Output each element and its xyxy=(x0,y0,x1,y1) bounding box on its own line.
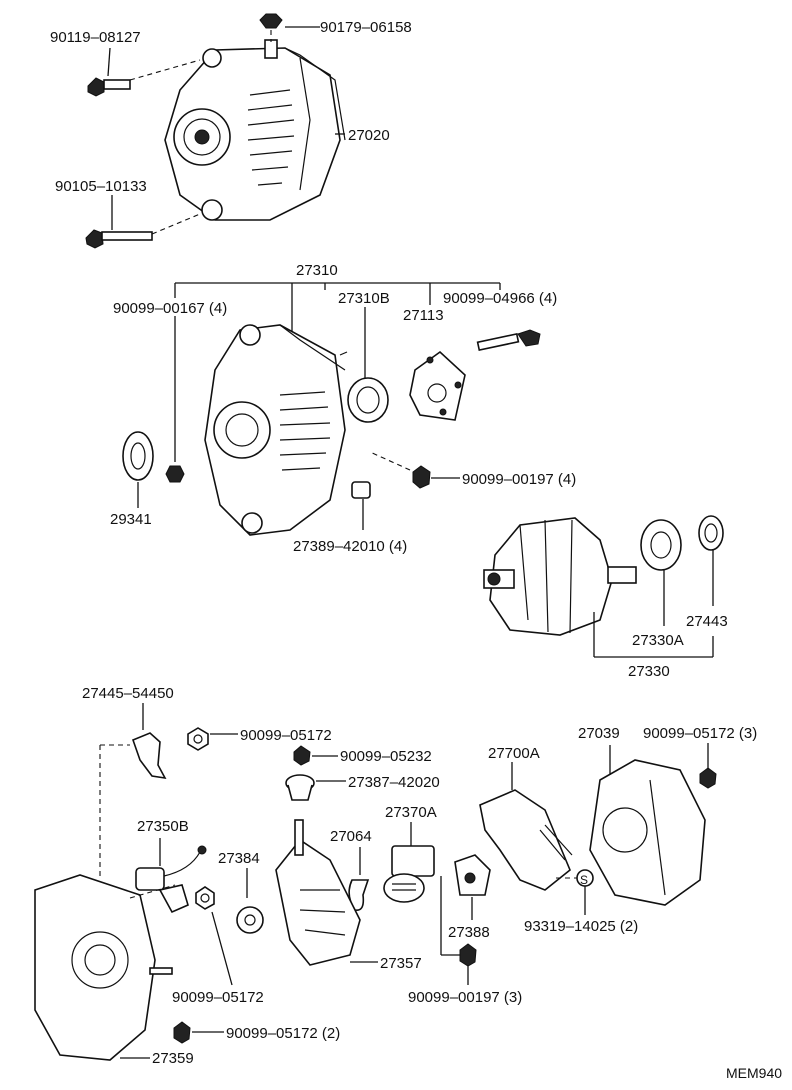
brush-holder-27700A xyxy=(479,762,573,891)
collar-27389-42010 xyxy=(351,481,371,530)
label-27387-42020: 27387–42020 xyxy=(348,774,440,791)
label-27330A: 27330A xyxy=(632,632,684,649)
label-27357: 27357 xyxy=(380,955,422,972)
label-27039: 27039 xyxy=(578,725,620,742)
label-27445-54450: 27445–54450 xyxy=(82,685,174,702)
label-93319-14025: 93319–14025 (2) xyxy=(524,918,638,935)
label-27389-42010: 27389–42010 (4) xyxy=(293,538,407,555)
label-27443: 27443 xyxy=(686,613,728,630)
bolt-90119-08127 xyxy=(87,59,201,97)
label-27350B: 27350B xyxy=(137,818,189,835)
label-90179-06158: 90179–06158 xyxy=(320,19,412,36)
label-90119-08127: 90119–08127 xyxy=(50,29,141,46)
regulator-27370A xyxy=(383,822,470,956)
spring-27064 xyxy=(348,847,370,912)
s-mark-label: S xyxy=(580,873,588,887)
bushing-27387-42020 xyxy=(285,774,346,801)
label-90099-00167: 90099–00167 (4) xyxy=(113,300,227,317)
washer-27384 xyxy=(236,868,264,934)
label-27330: 27330 xyxy=(628,663,670,680)
label-27310: 27310 xyxy=(296,262,338,279)
rectifier-27357 xyxy=(275,819,378,966)
label-27359: 27359 xyxy=(152,1050,194,1067)
label-90099-04966: 90099–04966 (4) xyxy=(443,290,557,307)
label-90099-05232: 90099–05232 xyxy=(340,748,432,765)
screw-90099-00197-3 xyxy=(459,943,477,985)
label-27064: 27064 xyxy=(330,828,372,845)
label-90105-10133: 90105–10133 xyxy=(55,178,147,195)
screw-90099-00197-4 xyxy=(369,451,460,489)
rotor-27330 xyxy=(483,517,637,636)
diagram-code: MEM940 xyxy=(726,1065,782,1081)
nut-90099-05172-3 xyxy=(699,743,717,789)
label-27113: 27113 xyxy=(403,307,444,324)
bolt-90105-10133 xyxy=(85,213,201,249)
s-mark: S xyxy=(556,869,594,915)
label-90099-00197-4: 90099–00197 (4) xyxy=(462,471,576,488)
rear-end-frame-27359 xyxy=(34,874,176,1061)
alternator-assembly-27020 xyxy=(164,39,346,221)
cover-27443 xyxy=(698,515,724,606)
label-27310B: 27310B xyxy=(338,290,390,307)
label-27020: 27020 xyxy=(348,127,390,144)
drive-end-frame xyxy=(204,324,348,536)
nut-90099-05172-b xyxy=(195,886,233,986)
rear-cover-27039 xyxy=(589,745,706,906)
label-29341: 29341 xyxy=(110,511,152,528)
seal-29341 xyxy=(122,431,154,508)
nut-90099-05172-2 xyxy=(173,1021,224,1044)
label-27384: 27384 xyxy=(218,850,260,867)
nut-90179-06158 xyxy=(259,13,283,42)
screw-90099-04966 xyxy=(476,329,541,352)
nut-90099-05232 xyxy=(293,745,338,766)
screw-90099-00167 xyxy=(165,316,185,483)
label-27370A: 27370A xyxy=(385,804,437,821)
brush-27350B xyxy=(135,838,207,914)
insulator-27445-54450 xyxy=(99,703,167,880)
label-27388: 27388 xyxy=(448,924,490,941)
retainer-plate-27113 xyxy=(409,350,466,421)
bearing-27330A xyxy=(640,519,682,626)
label-90099-05172-3: 90099–05172 (3) xyxy=(643,725,757,742)
label-27700A: 27700A xyxy=(488,745,540,762)
label-90099-00197-3: 90099–00197 (3) xyxy=(408,989,522,1006)
label-90099-05172-2: 90099–05172 (2) xyxy=(226,1025,340,1042)
bearing-27310B xyxy=(347,307,389,423)
holder-27388 xyxy=(454,854,491,920)
label-90099-05172-a: 90099–05172 xyxy=(240,727,332,744)
label-90099-05172-b: 90099–05172 xyxy=(172,989,264,1006)
bracket-27310 xyxy=(174,282,501,340)
nut-90099-05172-a xyxy=(187,727,238,751)
